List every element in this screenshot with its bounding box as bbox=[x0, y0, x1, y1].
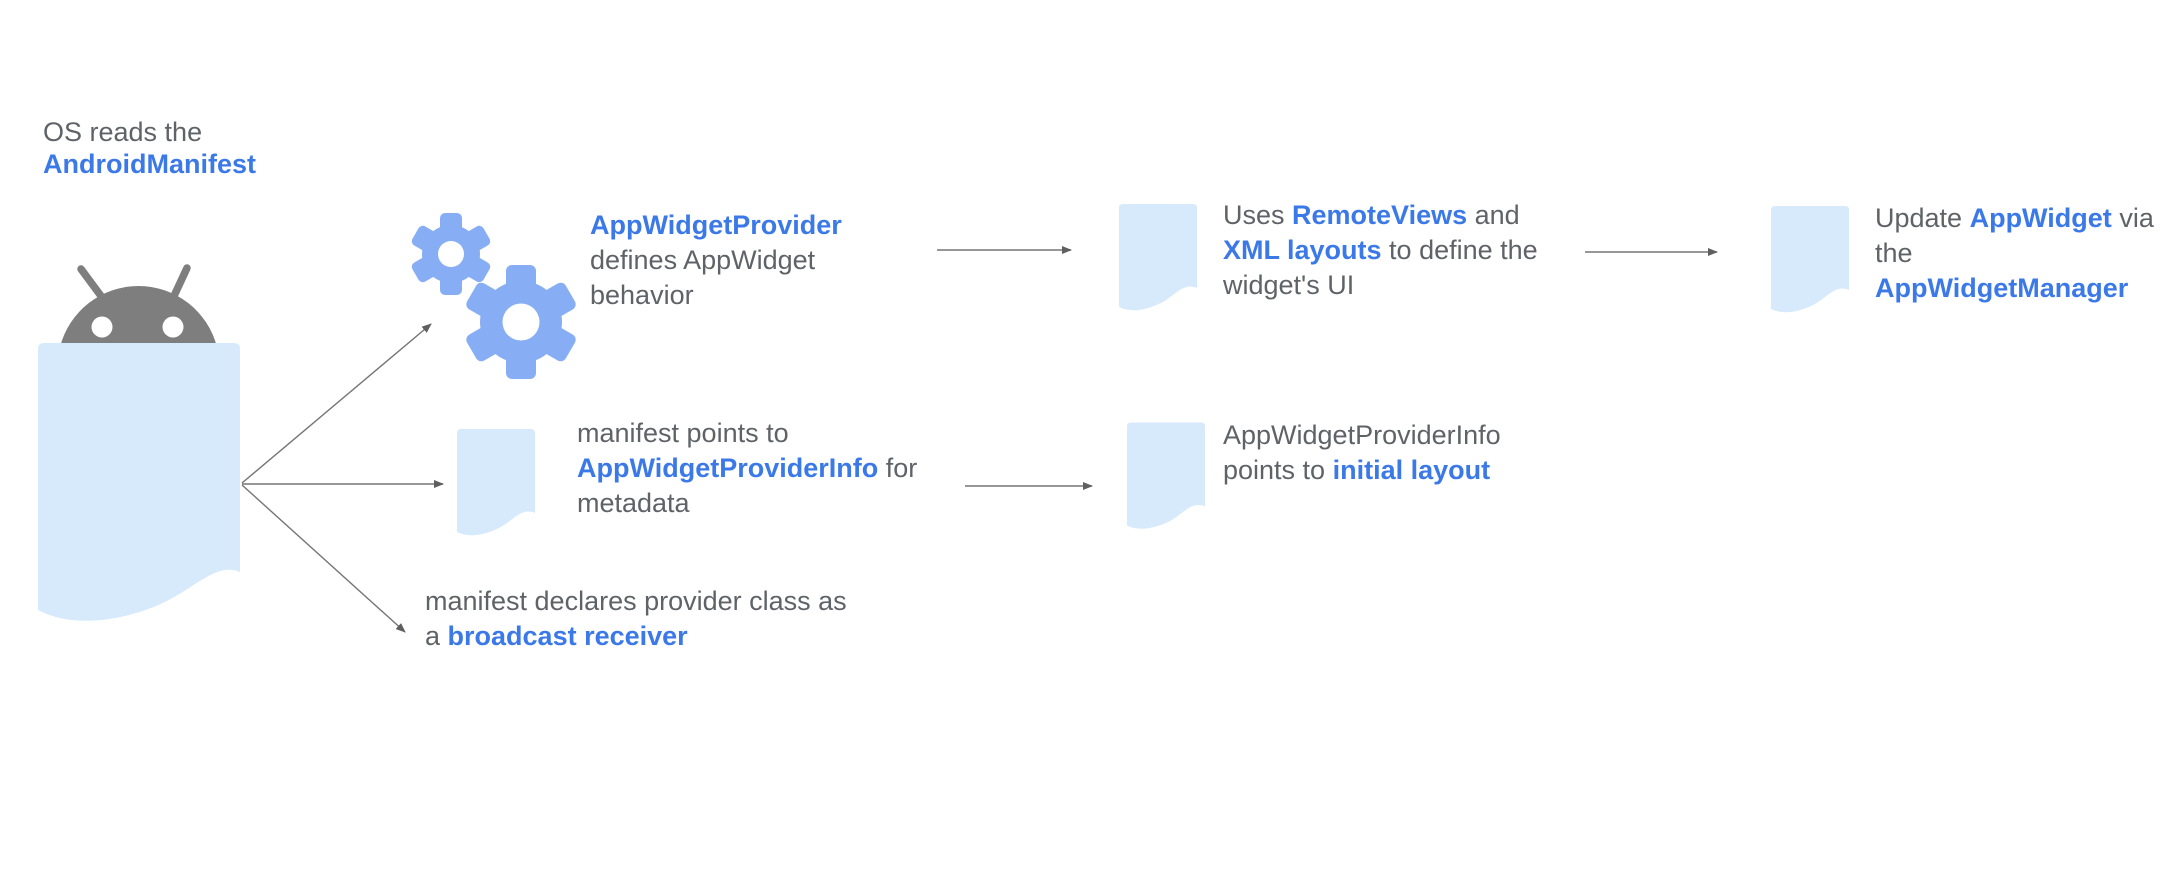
os-label-line1: OS reads the bbox=[43, 117, 203, 147]
update-appwidget-label: Update AppWidget via the AppWidgetManage… bbox=[1875, 201, 2154, 306]
manifest-points-line1: manifest points to bbox=[577, 418, 789, 448]
update-label-line1: Update AppWidget via bbox=[1875, 203, 2154, 233]
gears-icon bbox=[411, 213, 576, 379]
remoteviews-label-line1: Uses RemoteViews and bbox=[1223, 200, 1520, 230]
manifest-document-icon bbox=[38, 343, 240, 621]
broadcast-label-line2: a broadcast receiver bbox=[425, 621, 688, 651]
arrow-manifest-to-gears bbox=[241, 323, 432, 484]
remoteviews-document-icon bbox=[1119, 204, 1197, 311]
appwidgetproviderinfo-link-text: AppWidgetProviderInfo bbox=[577, 453, 879, 483]
update-label-line2: the bbox=[1875, 238, 1913, 268]
initial-layout-link-text: initial layout bbox=[1332, 455, 1491, 485]
androidmanifest-link-text: AndroidManifest bbox=[43, 149, 256, 179]
remoteviews-label-line3: widget's UI bbox=[1223, 270, 1355, 300]
remoteviews-link-text: RemoteViews bbox=[1292, 200, 1468, 230]
arrow-manifest-to-broadcast bbox=[241, 484, 406, 633]
broadcast-receiver-label: manifest declares provider class as a br… bbox=[425, 584, 847, 654]
update-document-icon bbox=[1771, 206, 1849, 313]
provider-label-line3: behavior bbox=[590, 280, 694, 310]
large-gear bbox=[466, 265, 576, 379]
broadcast-label-line1: manifest declares provider class as bbox=[425, 586, 847, 616]
manifest-points-line2: AppWidgetProviderInfo for bbox=[577, 453, 918, 483]
appwidgetprovider-link-text: AppWidgetProvider bbox=[590, 210, 842, 240]
xml-layouts-link-text: XML layouts bbox=[1223, 235, 1382, 265]
appwidgetprovider-label: AppWidgetProvider defines AppWidget beha… bbox=[590, 208, 842, 313]
provider-label-line2: defines AppWidget bbox=[590, 245, 816, 275]
providerinfo-points-line1: AppWidgetProviderInfo bbox=[1223, 420, 1501, 450]
manifest-points-label: manifest points to AppWidgetProviderInfo… bbox=[577, 416, 917, 521]
remoteviews-label: Uses RemoteViews and XML layouts to defi… bbox=[1223, 198, 1538, 303]
appwidgetmanager-link-text: AppWidgetManager bbox=[1875, 273, 2129, 303]
android-robot-icon bbox=[60, 264, 217, 347]
remoteviews-label-line2: XML layouts to define the bbox=[1223, 235, 1538, 265]
providerinfo-points-label: AppWidgetProviderInfo points to initial … bbox=[1223, 418, 1501, 488]
broadcast-receiver-link-text: broadcast receiver bbox=[447, 621, 688, 651]
manifest-points-line3: metadata bbox=[577, 488, 690, 518]
providerinfo-points-line2: points to initial layout bbox=[1223, 455, 1491, 485]
providerinfo-document-icon bbox=[457, 429, 535, 536]
small-gear bbox=[411, 213, 491, 295]
initiallayout-document-icon bbox=[1127, 422, 1205, 529]
os-reads-manifest-label: OS reads the AndroidManifest bbox=[43, 116, 256, 180]
appwidget-link-text: AppWidget bbox=[1969, 203, 2112, 233]
